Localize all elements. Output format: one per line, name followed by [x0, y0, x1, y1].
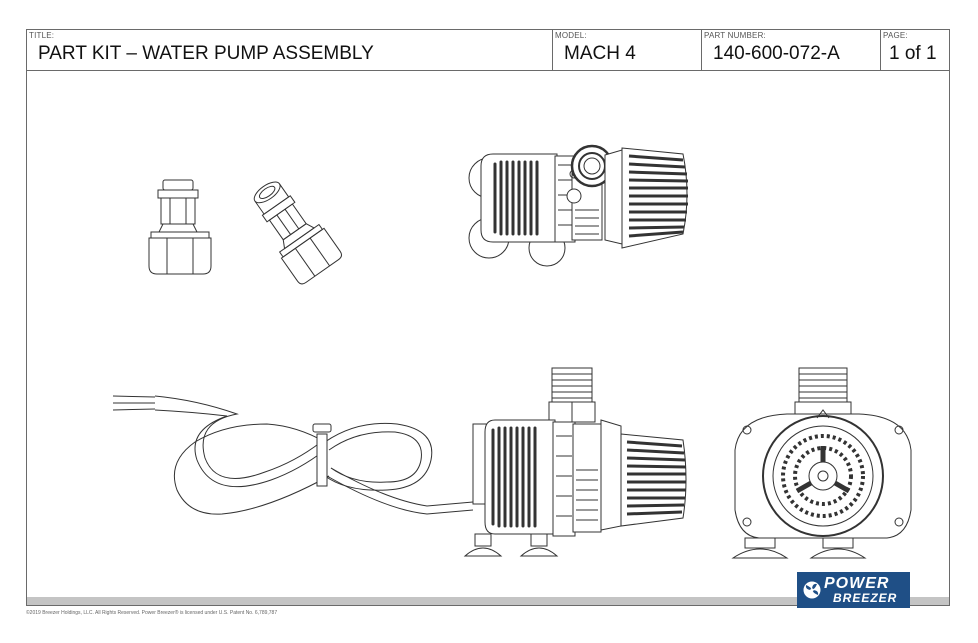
bottom-band — [27, 597, 949, 605]
power-breezer-logo: POWER BREEZER — [797, 572, 910, 608]
fan-swirl-icon — [803, 581, 821, 599]
logo-word-power: POWER — [824, 575, 890, 592]
title-label: TITLE: — [29, 31, 55, 40]
title-value: PART KIT – WATER PUMP ASSEMBLY — [38, 43, 374, 64]
part-number-value: 140-600-072-A — [713, 43, 840, 64]
model-cell: MODEL: MACH 4 — [553, 30, 702, 70]
pump-front-view-drawing — [731, 367, 912, 559]
pump-side-view-drawing — [463, 367, 687, 557]
copyright-footer: ©2019 Breezer Holdings, LLC. All Rights … — [26, 610, 278, 616]
part-number-label: PART NUMBER: — [704, 31, 766, 40]
pump-top-view-drawing — [468, 144, 689, 267]
part-number-cell: PART NUMBER: 140-600-072-A — [702, 30, 881, 70]
title-cell: TITLE: PART KIT – WATER PUMP ASSEMBLY — [27, 30, 553, 70]
model-label: MODEL: — [555, 31, 587, 40]
page-cell: PAGE: 1 of 1 — [881, 30, 949, 70]
power-cord-drawing — [112, 395, 474, 515]
angled-fitting-drawing — [253, 181, 342, 285]
straight-fitting-drawing — [148, 179, 212, 275]
title-block: TITLE: PART KIT – WATER PUMP ASSEMBLY MO… — [27, 30, 949, 71]
logo-word-breezer: BREEZER — [833, 591, 898, 605]
technical-drawing — [112, 144, 912, 559]
drawing-sheet: TITLE: PART KIT – WATER PUMP ASSEMBLY MO… — [26, 29, 950, 608]
page-value: 1 of 1 — [889, 43, 937, 64]
model-value: MACH 4 — [564, 43, 636, 64]
page-label: PAGE: — [883, 31, 908, 40]
